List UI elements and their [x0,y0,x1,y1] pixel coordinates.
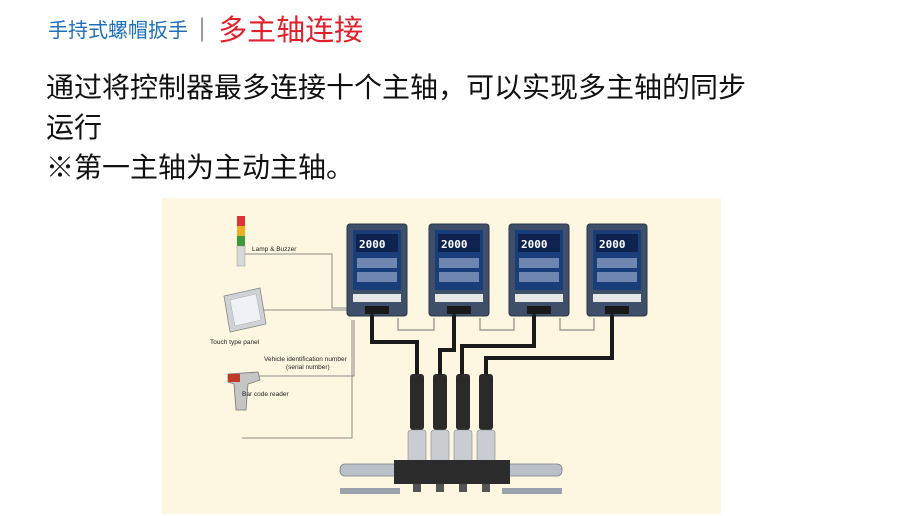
barcode-reader-label: Bar code reader [242,391,289,398]
controller-4: 2000 [586,223,648,317]
body-line-2: 运行 [46,111,103,144]
body-text: 通过将控制器最多连接十个主轴，可以实现多主轴的同步 运行 ※第一主轴为主动主轴。 [46,68,746,188]
lamp-buzzer-label: Lamp & Buzzer [252,246,297,253]
controller-4-display: 2000 [599,238,626,251]
touch-panel-icon [223,287,267,333]
controller-1: 2000 [346,223,408,317]
spindle-fixture [339,460,563,494]
lamp-buzzer-icon [236,216,246,267]
body-line-1: 通过将控制器最多连接十个主轴，可以实现多主轴的同步 [46,71,747,104]
spindle-cables [370,314,614,376]
peripheral-cables [242,253,355,439]
body-note: ※第一主轴为主动主轴。 [46,151,355,184]
page-title: 多主轴连接 [218,13,364,47]
controller-1-display: 2000 [359,238,386,251]
controller-2: 2000 [428,223,490,317]
touch-panel-label: Touch type panel [210,339,260,346]
controllers: 2000 2000 2000 [346,223,648,317]
controller-2-display: 2000 [441,238,468,251]
vehicle-id-label: Vehicle identification number [264,356,348,363]
header-subtitle: 手持式螺帽扳手 [48,17,188,42]
barcode-reader-icon [227,371,261,411]
controller-3: 2000 [508,223,570,317]
controller-link-cables [397,318,595,331]
header-divider: | [198,14,207,42]
controller-3-display: 2000 [521,238,548,251]
header: 手持式螺帽扳手 | 多主轴连接 [48,8,363,48]
vehicle-id-sublabel: (serial number) [286,364,330,371]
multi-spindle-diagram: Lamp & Buzzer Touch type panel Vehicle i… [162,198,721,514]
